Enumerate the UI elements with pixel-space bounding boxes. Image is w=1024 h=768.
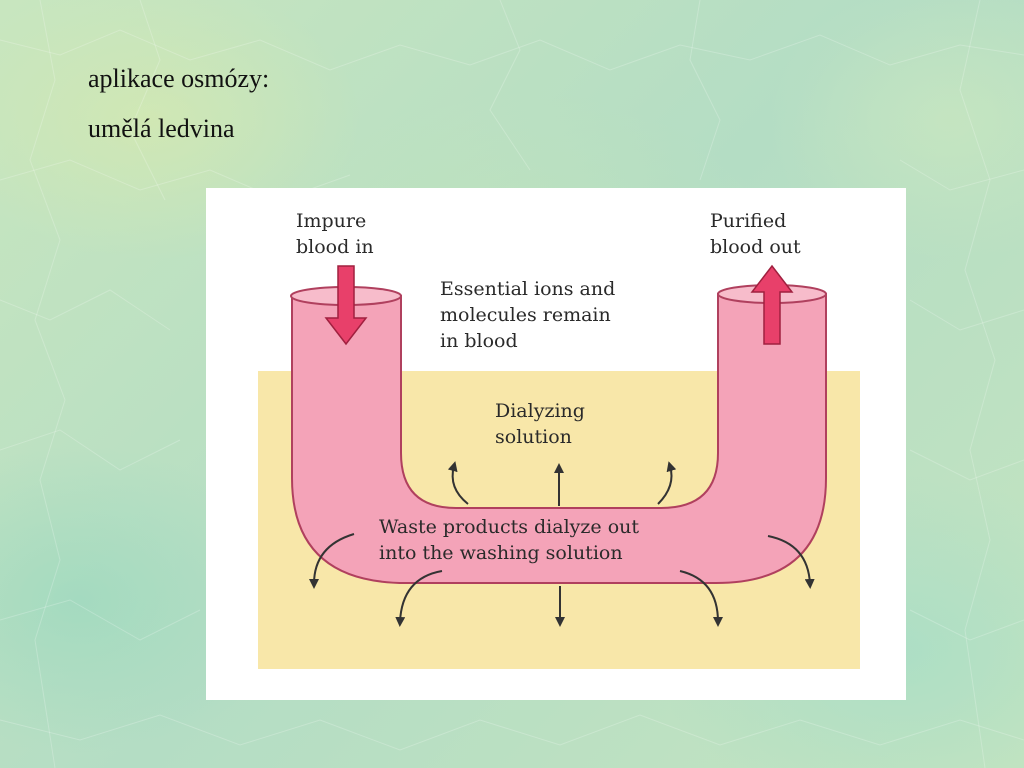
artificial-kidney-diagram: Impure blood in Purified blood out Essen… bbox=[206, 188, 906, 700]
slide-title-line-1: aplikace osmózy: bbox=[88, 64, 270, 93]
essential-ions-label-line-2: molecules remain bbox=[440, 304, 611, 326]
essential-ions-label-line-1: Essential ions and bbox=[440, 278, 616, 300]
purified-blood-label-line-1: Purified bbox=[710, 210, 787, 232]
waste-products-label-line-1: Waste products dialyze out bbox=[379, 516, 640, 538]
downward-diffusion-arrows bbox=[309, 533, 815, 627]
dialysis-illustration bbox=[258, 264, 860, 669]
u-tube bbox=[291, 293, 827, 584]
blood-in-arrow bbox=[324, 265, 368, 346]
purified-blood-label-line-2: blood out bbox=[710, 236, 801, 258]
slide-title-line-2: umělá ledvina bbox=[88, 114, 235, 143]
impure-blood-label-line-2: blood in bbox=[296, 236, 374, 258]
blood-out-arrow bbox=[750, 264, 794, 345]
upward-diffusion-arrows bbox=[447, 461, 677, 506]
dialyzing-solution-label-line-1: Dialyzing bbox=[495, 400, 585, 422]
impure-blood-label-line-1: Impure bbox=[296, 210, 367, 232]
essential-ions-label-line-3: in blood bbox=[440, 330, 518, 352]
waste-products-label-line-2: into the washing solution bbox=[379, 542, 623, 564]
dialyzing-solution-label-line-2: solution bbox=[495, 426, 572, 448]
